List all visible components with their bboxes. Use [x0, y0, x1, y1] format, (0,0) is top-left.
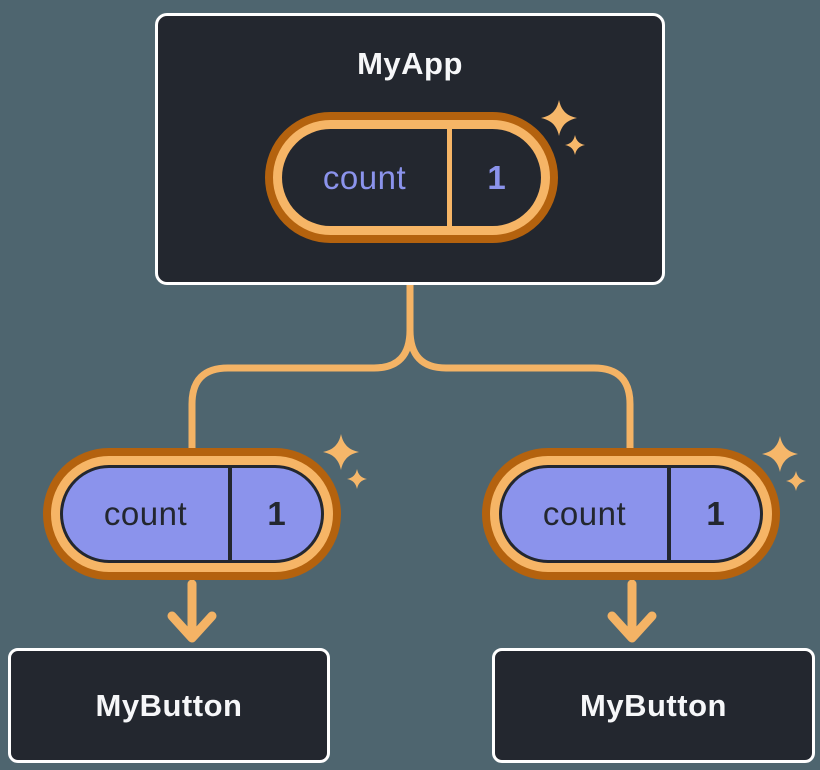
- state-value: 1: [706, 495, 725, 532]
- state-pill-child-left: count 1: [43, 448, 341, 580]
- component-node-child-right: MyButton: [492, 648, 815, 763]
- component-label: MyButton: [580, 687, 727, 723]
- arrow-down-icon: [607, 579, 657, 643]
- state-pill-parent: count 1: [265, 112, 558, 243]
- arrow-down-icon: [167, 579, 217, 643]
- pill-divider: [667, 468, 672, 560]
- state-pill-body: count 1: [499, 465, 763, 563]
- pill-divider: [447, 129, 453, 226]
- sparkle-icon: [323, 434, 367, 489]
- connector-fork-left: [188, 281, 414, 454]
- connector-fork-right: [406, 281, 634, 454]
- pill-divider: [228, 468, 233, 560]
- sparkle-icon: [541, 100, 585, 155]
- component-node-child-left: MyButton: [8, 648, 330, 763]
- state-name: count: [103, 495, 188, 532]
- state-name: count: [542, 495, 627, 532]
- state-name: count: [322, 158, 407, 196]
- component-label: MyButton: [95, 687, 243, 723]
- state-pill-child-right: count 1: [482, 448, 780, 580]
- state-value: 1: [267, 495, 286, 532]
- sparkle-icon: [762, 436, 806, 491]
- state-value: 1: [487, 158, 506, 196]
- state-pill-body: count 1: [282, 129, 541, 226]
- state-pill-body: count 1: [60, 465, 324, 563]
- component-label: MyApp: [357, 46, 463, 81]
